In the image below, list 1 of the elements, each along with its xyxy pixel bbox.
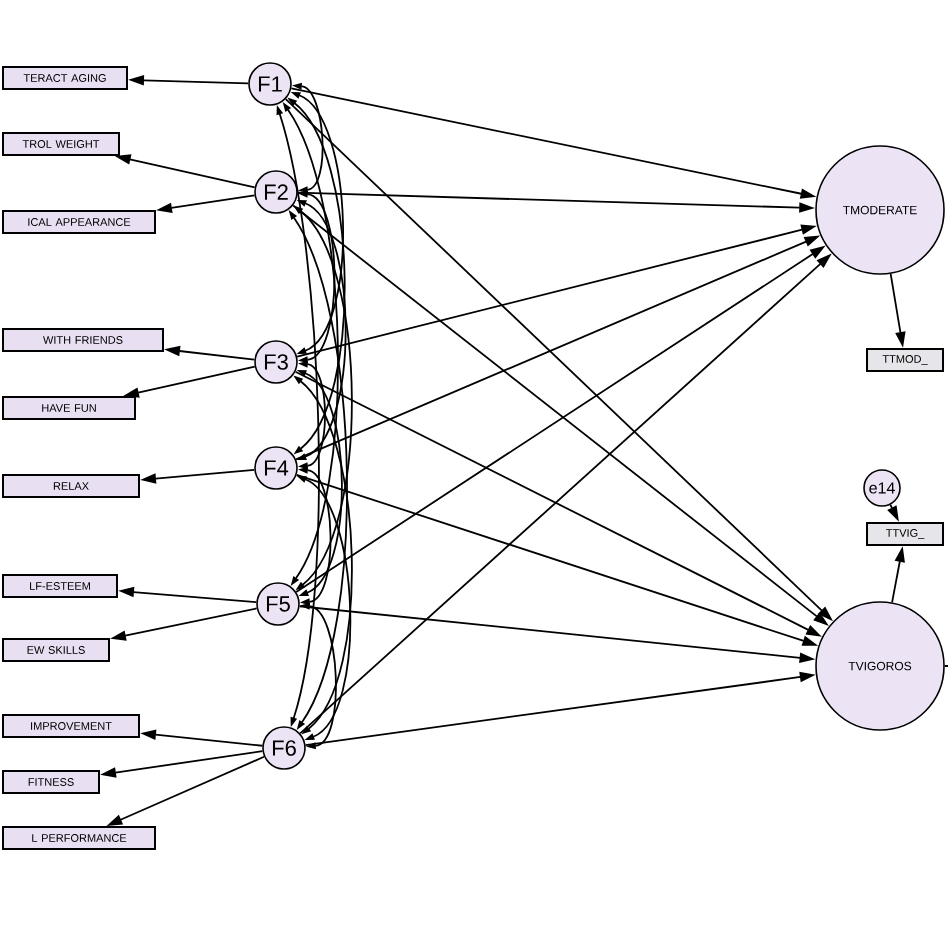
line: [943, 665, 948, 667]
